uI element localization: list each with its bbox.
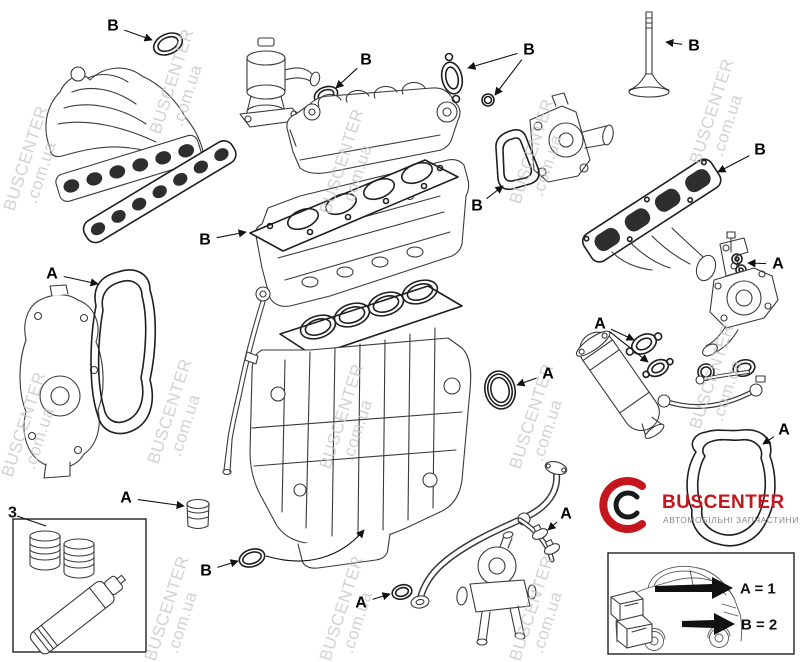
egr-cooler-gasket [440,52,464,104]
callout-label-b: B [107,18,119,35]
timing-cover-part [19,284,104,479]
brand-logo: BUSCENTER АВТОМОБІЛЬНІ ЗАПЧАСТИНИ [599,477,799,533]
coolant-valve-part [456,531,537,646]
callout-arrow [124,29,153,42]
kit-number-label: 3 [8,505,17,522]
egr-valve-part [239,37,321,128]
callout-label-b: B [471,198,483,215]
callout-label-b: B [523,42,535,59]
brand-name: BUSCENTER [662,492,785,513]
callout-arrow [494,59,523,96]
head-gasket [249,159,459,252]
engine-exploded-art: A = 1 B = 2 BUSCENTER АВТОМОБІЛЬНІ ЗАПЧА… [12,11,799,655]
top-left-oring [152,32,184,56]
callout-arrow [762,436,775,445]
callout-arrow [335,67,358,89]
oil-dipstick-tube [222,286,271,476]
callout-arrow [665,38,683,48]
callout-arrow [547,521,558,531]
kit-box [12,518,147,655]
callout-label-b: B [199,232,211,249]
intake-manifold-part [45,66,205,202]
callout-arrow [747,259,767,268]
callout-label-b: B [360,52,372,69]
exhaust-gasket [581,158,722,263]
callout-arrow [372,592,391,601]
callout-label-a: A [46,266,58,283]
callout-arrow [516,377,537,387]
callout-label-a: A [542,366,554,383]
callout-label-a: A [120,490,132,507]
legend-arrow-a [655,577,733,599]
kit-leader-line [16,515,47,527]
legend-row-a: A = 1 [740,581,776,598]
callout-layer: B B B B B B B B A A A A A A A A [46,18,790,612]
thermostat-housing-part [529,92,614,183]
legend-kit-boxes [610,590,653,649]
callout-label-b: B [688,38,700,55]
callout-label-a: A [594,316,606,333]
callout-arrow [63,275,99,287]
legend-box: A = 1 B = 2 [607,552,795,655]
small-oring [238,548,266,568]
legend-arrow-b [682,613,735,635]
catalytic-converter-part [575,330,665,439]
timing-cover-gasket [90,269,157,435]
callout-arrow [137,499,185,510]
oil-plug-part [186,498,210,530]
cam-cover-gasket [686,429,776,547]
callout-arrow [217,559,239,568]
small-oring-2 [481,93,495,107]
brand-logo-mark [599,477,646,533]
turbo-part [702,267,779,357]
pipe-oring [391,583,413,601]
sealant-tube [29,574,126,655]
intake-manifold-gasket [82,140,237,244]
camshaft-housing-part [286,81,461,174]
callout-arrow [610,328,635,341]
legend-row-b: B = 2 [741,617,777,634]
brand-tagline: АВТОМОБІЛЬНІ ЗАПЧАСТИНИ [663,515,799,525]
block-head-gasket [279,279,463,357]
callout-label-a: A [560,506,572,523]
oil-pipe-part [657,370,766,410]
turbo-gaskets [625,332,756,381]
callout-arrow [717,155,750,173]
callout-arrow [467,52,518,70]
crank-seal [484,370,516,410]
callout-label-b: B [200,563,212,580]
callout-label-a: A [355,595,367,612]
callout-label-a: A [778,422,790,439]
callout-arrow [609,330,649,363]
callout-label-a: A [772,256,784,273]
callout-arrow [486,185,504,200]
engine-block-part [249,327,472,569]
valve-part [628,11,670,98]
oring-leader-curve [265,529,365,562]
piston-set [29,530,95,579]
hose-clamps [531,524,561,555]
callout-arrow [216,229,247,239]
callout-label-b: B [754,142,766,159]
thermostat-gasket [495,129,540,191]
exhaust-manifold-part [611,227,749,282]
